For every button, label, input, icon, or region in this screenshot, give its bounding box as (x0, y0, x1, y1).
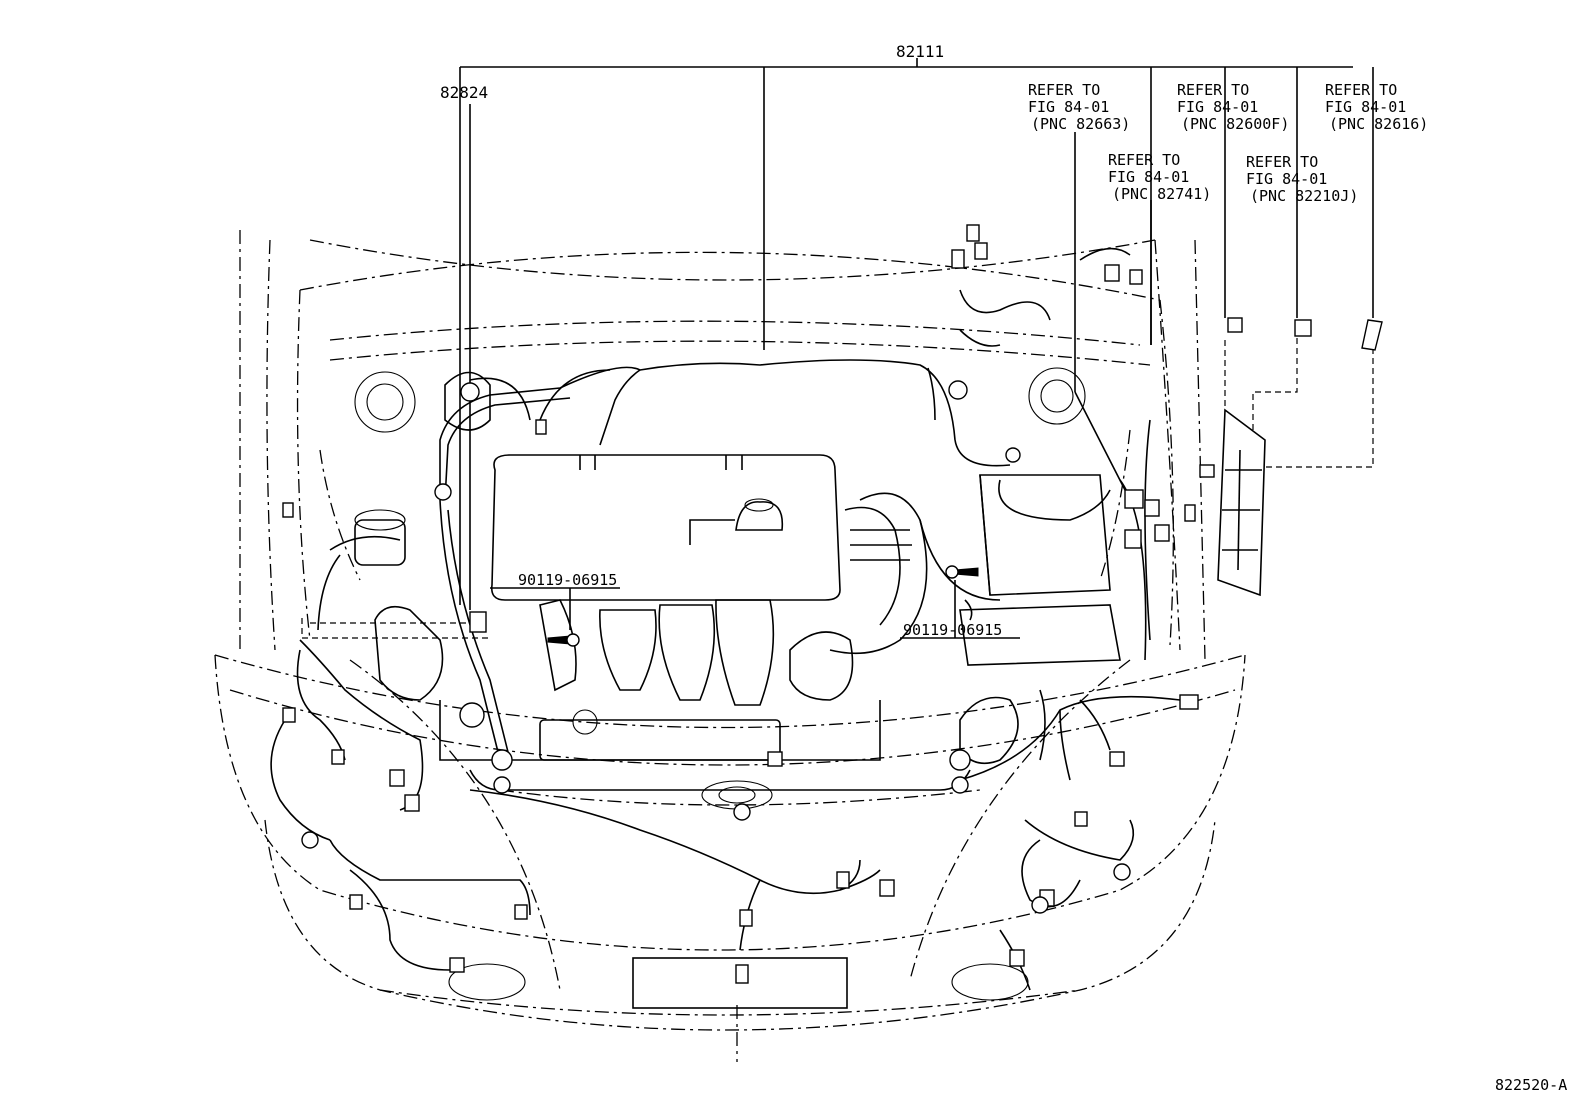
refer-note-82616: REFER TO FIG 84-01 (PNC 82616) (1325, 81, 1428, 133)
refer-note-82600f: REFER TO FIG 84-01 (PNC 82600F) (1177, 81, 1289, 133)
vehicle-outline (214, 230, 1246, 1062)
part-number-main: 82111 (896, 42, 944, 61)
svg-text:(PNC 82741): (PNC 82741) (1112, 185, 1211, 203)
svg-text:FIG 84-01: FIG 84-01 (1325, 98, 1406, 116)
labels: 82111 82824 90119-06915 90119-06915 8225… (440, 42, 1567, 1094)
svg-text:FIG 84-01: FIG 84-01 (1246, 170, 1327, 188)
refer-note-82741: REFER TO FIG 84-01 (PNC 82741) (1108, 151, 1211, 203)
bolt-label-right: 90119-06915 (903, 621, 1002, 639)
leader-lines (301, 58, 1374, 639)
svg-text:(PNC 82210J): (PNC 82210J) (1250, 187, 1358, 205)
connectors (282, 224, 1383, 984)
svg-text:REFER TO: REFER TO (1177, 81, 1249, 99)
svg-text:FIG 84-01: FIG 84-01 (1108, 168, 1189, 186)
refer-note-82663: REFER TO FIG 84-01 (PNC 82663) (1028, 81, 1130, 133)
svg-text:FIG 84-01: FIG 84-01 (1028, 98, 1109, 116)
svg-text:REFER TO: REFER TO (1325, 81, 1397, 99)
svg-text:(PNC 82663): (PNC 82663) (1031, 115, 1130, 133)
harness (270, 247, 1181, 991)
connector-82824 (469, 611, 487, 633)
svg-text:(PNC 82616): (PNC 82616) (1329, 115, 1428, 133)
bolt-label-left: 90119-06915 (518, 571, 617, 589)
svg-text:REFER TO: REFER TO (1028, 81, 1100, 99)
part-number-left: 82824 (440, 83, 488, 102)
svg-text:REFER TO: REFER TO (1108, 151, 1180, 169)
svg-text:REFER TO: REFER TO (1246, 153, 1318, 171)
refer-note-82210j: REFER TO FIG 84-01 (PNC 82210J) (1246, 153, 1358, 205)
svg-text:(PNC 82600F): (PNC 82600F) (1181, 115, 1289, 133)
svg-text:FIG 84-01: FIG 84-01 (1177, 98, 1258, 116)
figure-id: 822520-A (1495, 1076, 1567, 1094)
